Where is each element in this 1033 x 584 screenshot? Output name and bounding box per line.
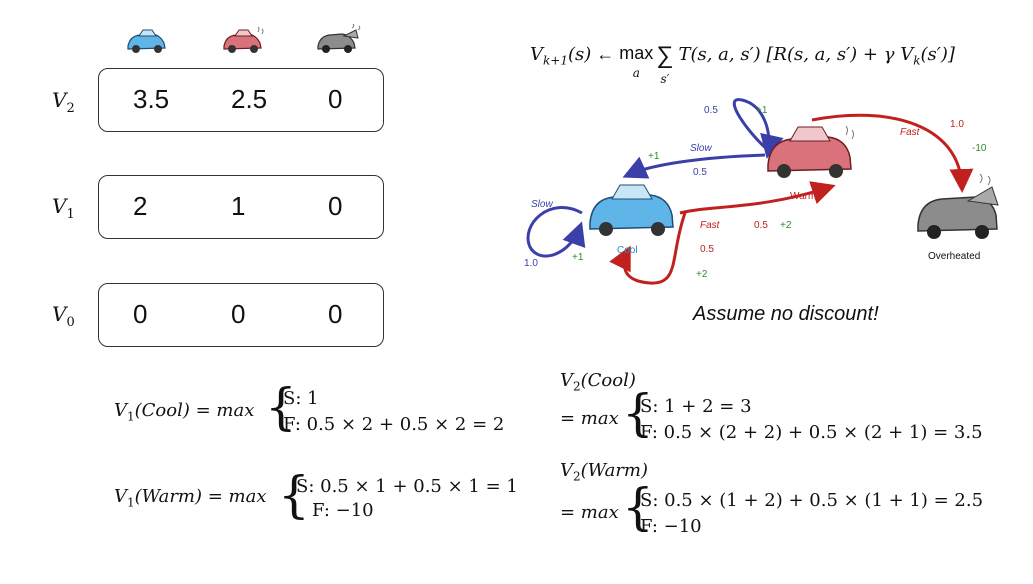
value-cell-cool: 0 xyxy=(133,299,148,329)
overheated-car-icon xyxy=(917,173,999,239)
action-label-slow: Slow xyxy=(531,199,553,210)
edge-reward: +2 xyxy=(696,269,708,280)
state-label-cool: Cool xyxy=(617,245,638,256)
row-label-v0: V0 xyxy=(52,302,75,330)
value-cell-overheated: 0 xyxy=(328,299,343,329)
value-cell-warm: 2.5 xyxy=(231,84,268,114)
cool-car-icon xyxy=(127,29,166,53)
value-cell-cool: 3.5 xyxy=(133,84,170,114)
value-cell-warm: 1 xyxy=(231,191,246,221)
cool-car-icon xyxy=(589,184,674,236)
warm-car-icon xyxy=(223,26,264,53)
edge-reward: +1 xyxy=(756,105,768,116)
cool-slow-loop xyxy=(526,206,586,258)
value-row-v0: 0 0 0 xyxy=(98,283,384,347)
edge-prob: 0.5 xyxy=(704,105,718,116)
value-cell-cool: 2 xyxy=(133,191,148,221)
assumption-note: Assume no discount! xyxy=(693,303,879,325)
value-row-v2: 3.5 2.5 0 xyxy=(98,68,384,132)
overheated-car-icon xyxy=(317,24,361,53)
edge-prob: 0.5 xyxy=(693,167,707,178)
warm-fast-to-overheated xyxy=(811,113,974,193)
edge-prob: 0.5 xyxy=(754,220,768,231)
warm-car-icon xyxy=(767,125,854,178)
value-row-v1: 2 1 0 xyxy=(98,175,384,239)
value-cell-warm: 0 xyxy=(231,299,246,329)
edge-reward: -10 xyxy=(972,143,987,154)
mdp-diagram: Cool Warm Overheated Slow Slow Fast Fast… xyxy=(524,98,999,285)
warm-slow-to-cool xyxy=(622,153,766,179)
edge-prob: 1.0 xyxy=(524,258,538,269)
state-label-overheated: Overheated xyxy=(928,251,980,262)
warm-slow-loop xyxy=(733,98,784,159)
edge-reward: +1 xyxy=(572,252,584,263)
cool-fast-to-warm xyxy=(679,181,836,215)
action-label-fast: Fast xyxy=(700,220,721,231)
edge-prob: 0.5 xyxy=(700,244,714,255)
row-label-v2: V2 xyxy=(52,88,75,116)
cool-fast-to-cool xyxy=(609,212,687,285)
value-cell-overheated: 0 xyxy=(328,191,343,221)
state-label-warm: Warm xyxy=(790,191,816,202)
edge-reward: +2 xyxy=(780,220,792,231)
action-label-slow: Slow xyxy=(690,143,712,154)
edge-reward: +1 xyxy=(648,151,660,162)
action-label-fast: Fast xyxy=(900,127,921,138)
value-cell-overheated: 0 xyxy=(328,84,343,114)
edge-prob: 1.0 xyxy=(950,119,964,130)
row-label-v1: V1 xyxy=(52,194,75,222)
